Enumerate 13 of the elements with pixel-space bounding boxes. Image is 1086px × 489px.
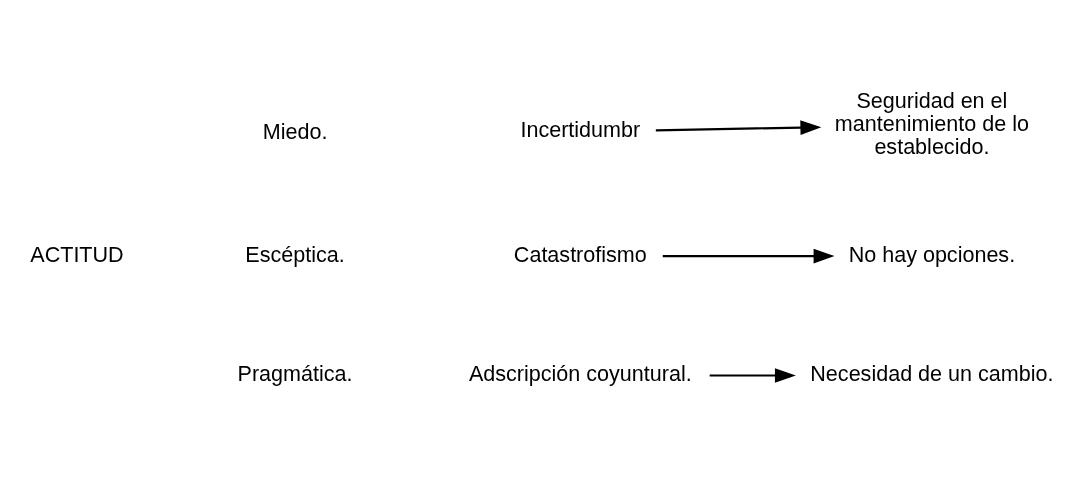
arrow xyxy=(709,368,796,383)
label: ACTITUD xyxy=(30,241,124,267)
node-text: No hay opciones. xyxy=(848,241,1016,267)
node-text: Necesidad de un cambio. xyxy=(810,361,1054,387)
label: Escéptica. xyxy=(245,241,345,267)
arrow xyxy=(662,248,835,264)
node-text: Catastrofismo xyxy=(513,241,647,267)
node-text: Adscripción coyuntural. xyxy=(468,361,692,387)
label: Pragmática. xyxy=(237,361,353,387)
label: Miedo. xyxy=(262,119,328,145)
arrow xyxy=(655,120,822,135)
node-text: Seguridad en el mantenimiento de lo establecido. xyxy=(834,87,1029,159)
node-text: Incertidumbr xyxy=(520,117,641,143)
